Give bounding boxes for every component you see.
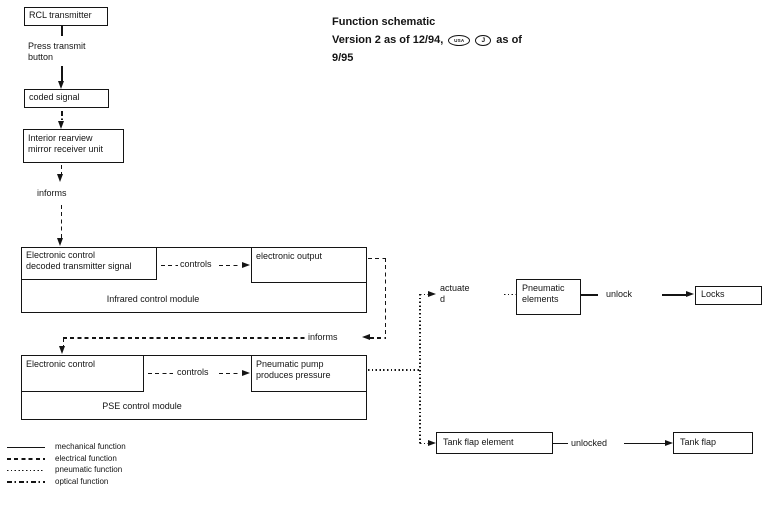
pneumatic-line-actuated: [420, 293, 428, 296]
mechanical-line-to-locks: [662, 294, 687, 296]
coded-signal-box: coded signal: [24, 89, 109, 108]
electrical-feedback-corner: [370, 337, 386, 339]
electrical-line-informs-2: [63, 337, 305, 339]
arrow-down-coded-signal: [58, 81, 64, 89]
legend-electrical-line: [7, 458, 45, 460]
mechanical-line-to-coded-signal: [61, 66, 63, 82]
electrical-line-controls-1b: [219, 264, 238, 267]
arrow-right-locks: [686, 291, 694, 298]
legend-pneumatic-line: [7, 469, 45, 472]
legend-optical-line: [7, 481, 45, 483]
mechanical-line-unlocked: [553, 442, 568, 444]
page-title: Function schematic: [332, 16, 436, 28]
title-block: Function schematic Version 2 as of 12/94…: [332, 13, 522, 67]
unlock-label: unlock: [606, 289, 633, 299]
tank-flap-box: Tank flap: [673, 432, 753, 454]
controls-label-2: controls: [177, 367, 209, 377]
arrow-down-pse-module: [59, 346, 66, 354]
actuated-label: actuate d: [440, 283, 470, 304]
informs-label-2: informs: [308, 331, 338, 342]
mechanical-line-unlock: [581, 294, 598, 296]
pneumatic-line-to-elements: [504, 293, 516, 296]
infrared-module-caption: Infrared control module: [106, 294, 200, 304]
arrow-down-informs-1: [57, 174, 64, 182]
version-line: Version 2 as of 12/94, USA J as of: [332, 31, 522, 49]
arrow-right-electronic-output: [242, 261, 250, 268]
electrical-line-informs-1a: [60, 165, 62, 176]
press-transmit-label: Press transmit button: [28, 41, 86, 62]
legend-pneumatic-label: pneumatic function: [55, 465, 123, 474]
arrow-down-receiver: [58, 121, 64, 129]
electronic-output-box: electronic output: [251, 247, 367, 283]
electrical-line-into-pse: [62, 338, 64, 347]
electrical-feedback-vertical: [384, 258, 386, 338]
mechanical-line-to-tank-flap: [624, 442, 665, 444]
version-suffix: as of: [496, 34, 522, 46]
usa-market-badge: USA: [448, 34, 471, 46]
japan-market-badge: J: [475, 34, 492, 46]
arrow-right-actuated: [427, 290, 436, 297]
tank-flap-element-box: Tank flap element: [436, 432, 553, 454]
pneumatic-line-pump-out: [368, 369, 420, 371]
legend-mechanical-line: [7, 446, 45, 449]
rcl-transmitter-box: RCL transmitter: [24, 7, 108, 26]
version-continued: 9/95: [332, 52, 354, 64]
decoded-signal-box: Electronic control decoded transmitter s…: [21, 247, 157, 280]
pneumatic-elements-box: Pneumatic elements: [516, 279, 581, 315]
informs-label-1: informs: [37, 188, 67, 198]
unlocked-label: unlocked: [571, 437, 608, 448]
electrical-line-informs-1b: [60, 205, 62, 238]
pneumatic-line-tank: [420, 442, 428, 444]
electrical-line-controls-2b: [219, 372, 238, 375]
arrow-right-pneumatic-pump: [242, 369, 250, 376]
pneumatic-pump-box: Pneumatic pump produces pressure: [251, 355, 367, 392]
arrow-right-tank-flap: [665, 439, 673, 446]
pneumatic-line-vertical: [419, 294, 421, 444]
electrical-feedback-top: [368, 257, 386, 259]
version-prefix: Version 2 as of 12/94,: [332, 34, 444, 46]
legend-electrical-label: electrical function: [55, 453, 117, 463]
arrow-left-informs-2: [362, 334, 370, 341]
electrical-line-controls-2a: [148, 372, 173, 375]
legend-mechanical-label: mechanical function: [55, 442, 126, 451]
optical-line-to-receiver: [61, 111, 63, 122]
electrical-line-controls-1a: [161, 264, 178, 267]
receiver-unit-box: Interior rearview mirror receiver unit: [23, 129, 124, 163]
legend-optical-label: optical function: [55, 476, 109, 486]
arrow-right-tank-flap-element: [427, 439, 436, 446]
locks-box: Locks: [695, 286, 762, 305]
pse-module-caption: PSE control module: [102, 401, 182, 411]
pse-electronic-control-box: Electronic control: [21, 355, 144, 392]
mechanical-line-rcl: [61, 26, 63, 36]
controls-label-1: controls: [180, 259, 212, 269]
arrow-down-infrared-module: [57, 238, 64, 246]
